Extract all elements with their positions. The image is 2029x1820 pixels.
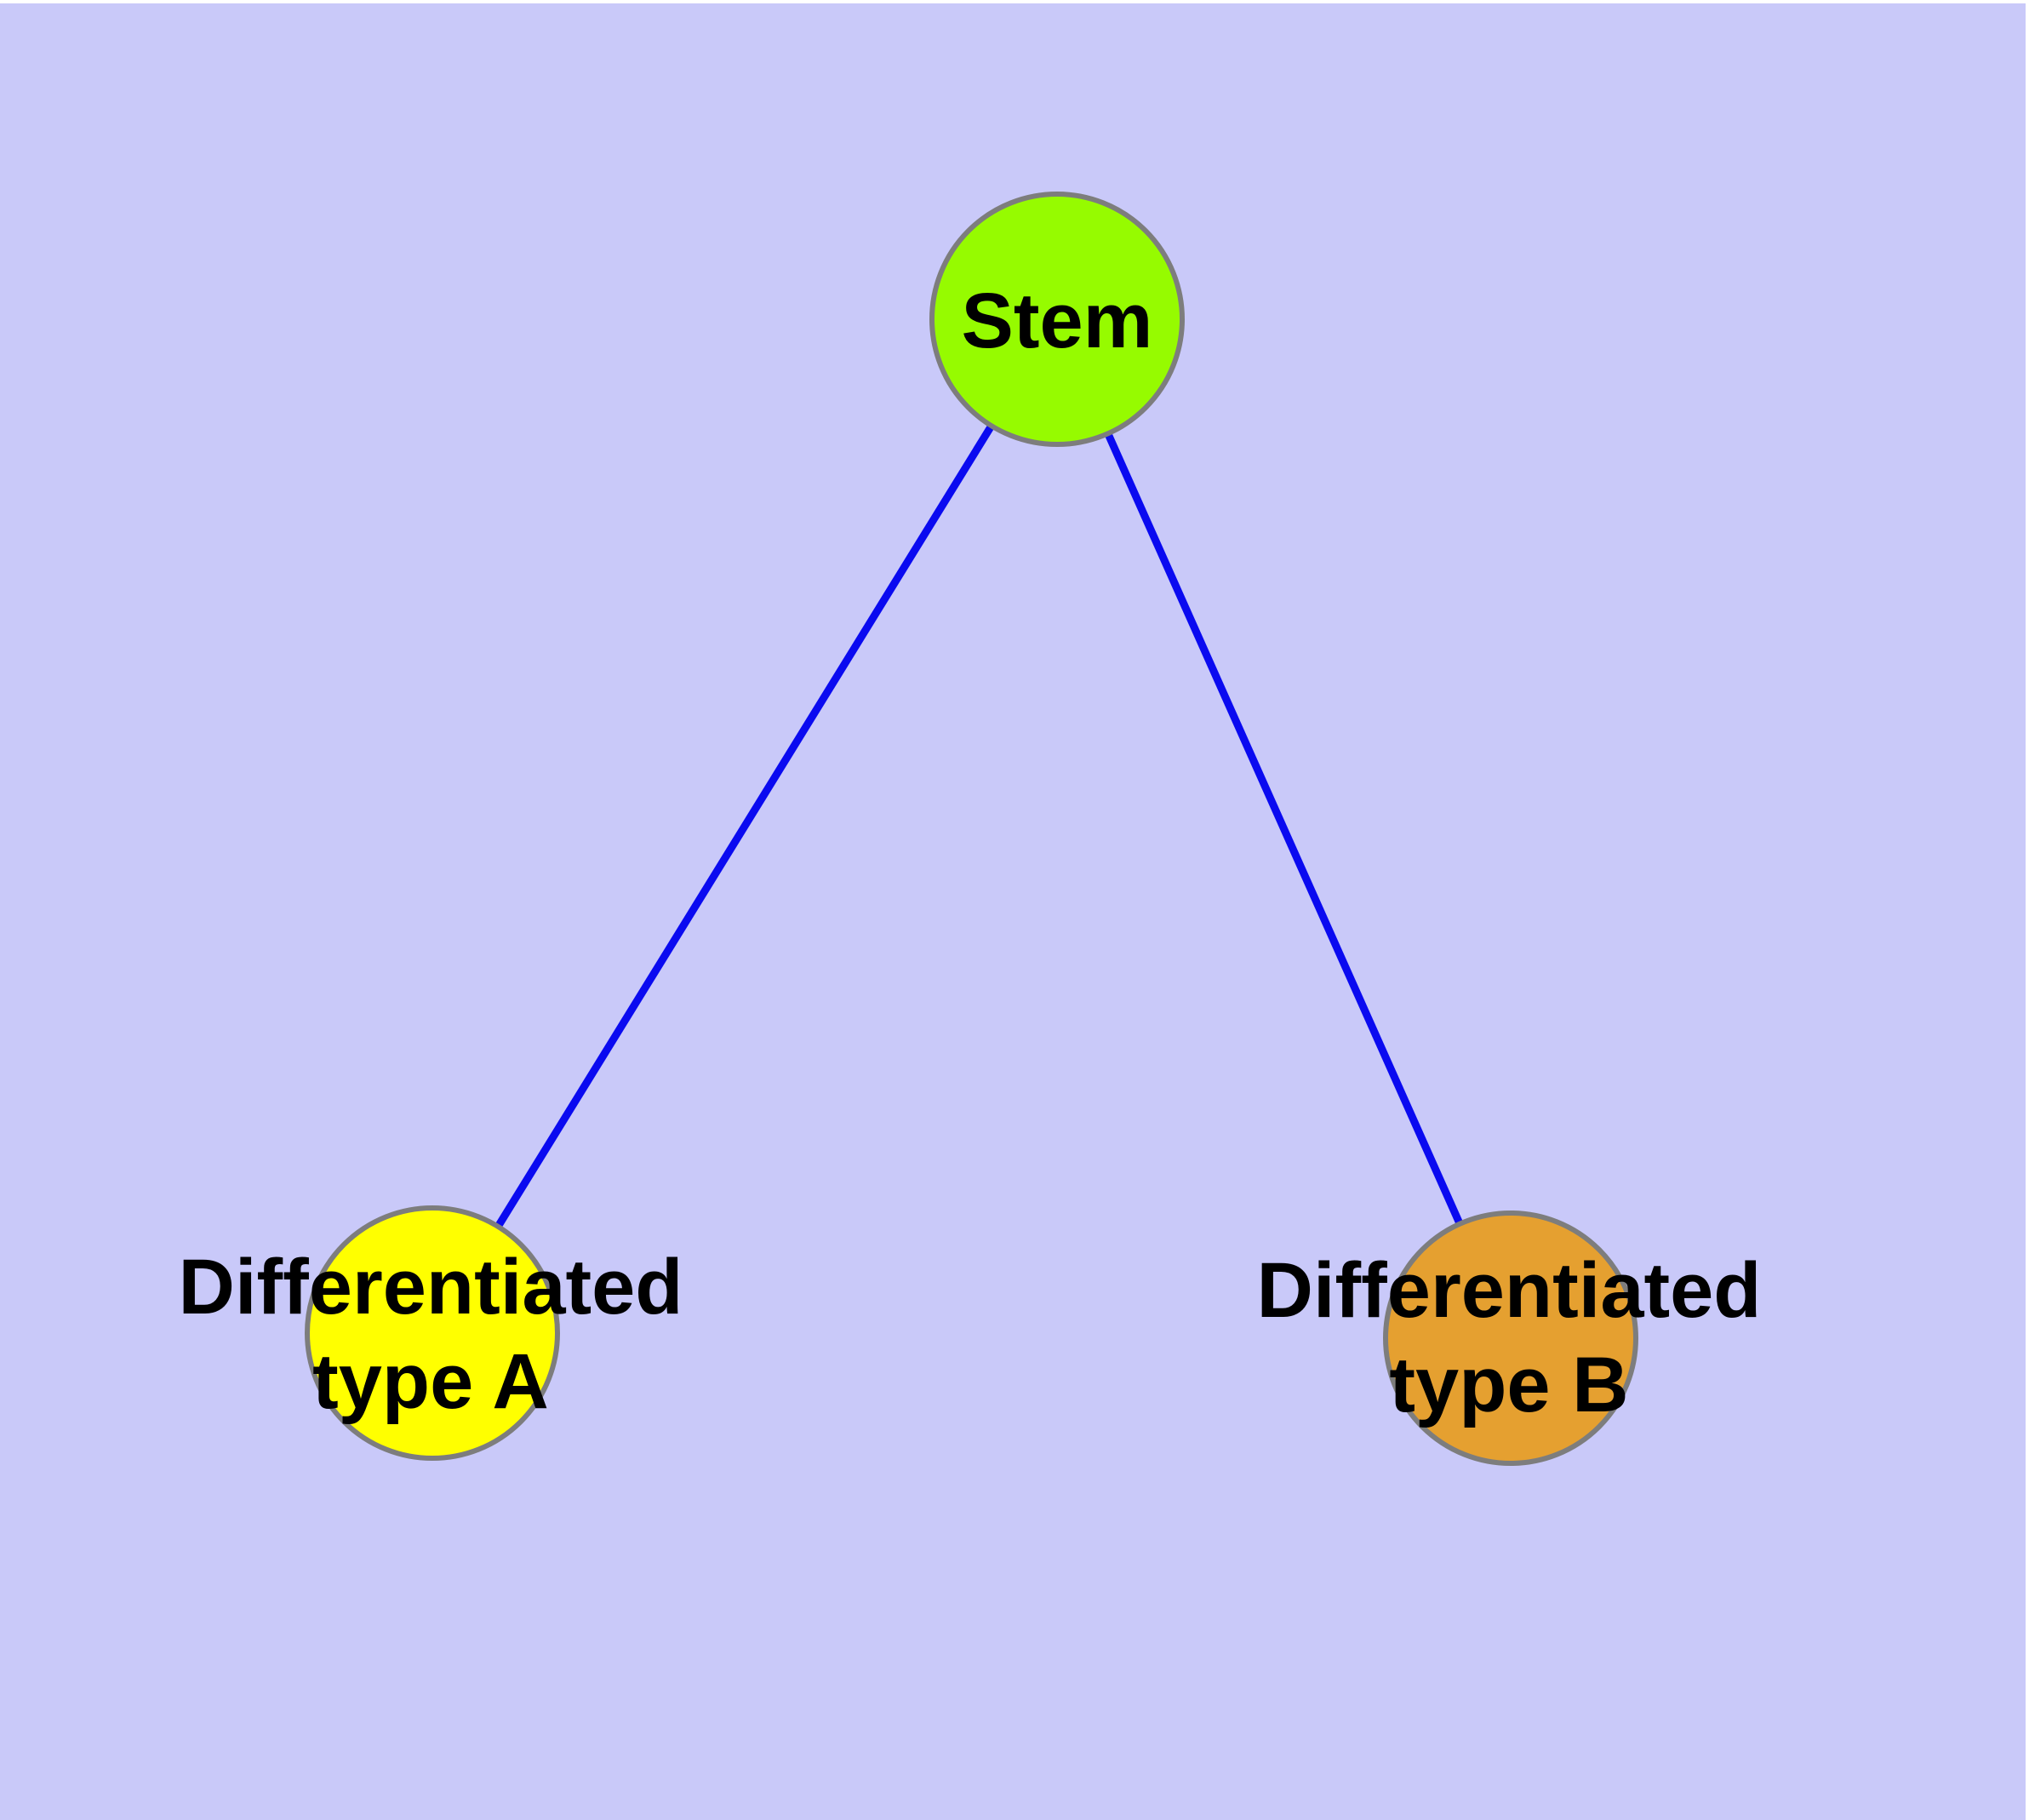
node-differentiated-type-b: [1383, 1210, 1638, 1466]
edge-stem-to-type-a: [429, 317, 1060, 1336]
node-stem: [929, 192, 1185, 447]
node-type-b-label-line2: type B: [1389, 1342, 1628, 1428]
node-type-b-label-line1: Differentiated: [1257, 1247, 1762, 1334]
node-type-a-label-line1: Differentiated: [179, 1244, 683, 1331]
top-margin-strip: [0, 0, 2029, 3]
node-stem-label: Stem: [962, 278, 1153, 364]
node-differentiated-type-a: [305, 1205, 560, 1461]
right-margin-strip: [2026, 0, 2029, 1820]
edge-stem-to-type-b: [1053, 318, 1515, 1340]
node-type-a-label-line2: type A: [312, 1338, 549, 1425]
